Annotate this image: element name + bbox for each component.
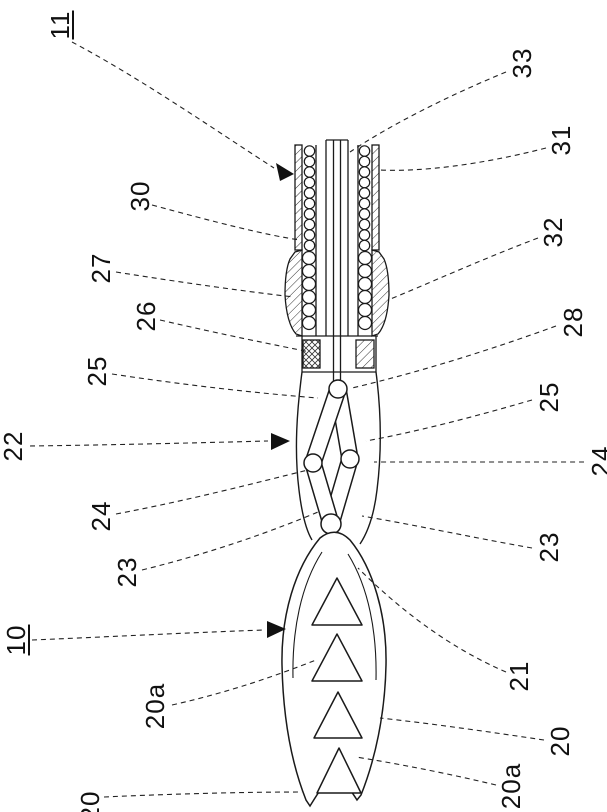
neck-block-left xyxy=(303,340,320,368)
pivot-pin-bottom xyxy=(321,514,341,534)
neck-group xyxy=(302,336,376,372)
ref-label-28: 28 xyxy=(560,307,586,338)
ref-label-24-right: 24 xyxy=(588,446,607,477)
ref-label-26: 26 xyxy=(133,301,159,332)
leader-11 xyxy=(72,42,274,168)
ref-label-20-right: 20 xyxy=(547,726,573,757)
leader-25-right xyxy=(366,400,532,441)
ref-label-24-left: 24 xyxy=(88,501,114,532)
leader-26 xyxy=(160,320,310,352)
ref-label-22: 22 xyxy=(0,431,26,462)
leader-31 xyxy=(380,148,546,170)
ref-label-20-bottom: 20 xyxy=(77,791,103,812)
leader-28 xyxy=(352,326,556,388)
collar-wall-left xyxy=(285,250,302,336)
ref-label-33: 33 xyxy=(509,48,535,79)
ref-label-30: 30 xyxy=(127,181,153,212)
ref-label-20a-left: 20a xyxy=(142,683,168,729)
shaft-wall-right xyxy=(372,145,379,250)
leader-20a-right xyxy=(356,757,496,785)
leader-32 xyxy=(388,238,538,300)
leader-20-right xyxy=(380,718,544,740)
ref-label-11: 11 xyxy=(47,11,73,40)
ref-label-23-left: 23 xyxy=(114,557,140,588)
coil-left xyxy=(304,146,314,251)
collar-group xyxy=(285,250,389,336)
leader-10 xyxy=(32,630,264,640)
ref-label-31: 31 xyxy=(548,125,574,156)
leader-24-left xyxy=(116,470,308,514)
coil-right xyxy=(359,146,369,251)
pivot-pin-top xyxy=(329,380,347,398)
ref-label-25-left: 25 xyxy=(84,356,110,387)
ref-label-32: 32 xyxy=(540,217,566,248)
ref-label-27: 27 xyxy=(88,253,114,284)
collar-wall-right xyxy=(372,250,389,336)
ref-label-21: 21 xyxy=(506,661,532,692)
ref-label-20a-right: 20a xyxy=(498,763,524,809)
leader-23-right xyxy=(362,516,532,548)
pivot-pin-right xyxy=(341,450,359,468)
collar-coil-right xyxy=(359,252,372,330)
ref-label-25-right: 25 xyxy=(536,382,562,413)
leader-27 xyxy=(116,272,294,297)
arrowheads xyxy=(267,163,294,638)
arrow-22 xyxy=(271,433,290,450)
neck-block-right xyxy=(356,340,374,368)
ref-label-23-right: 23 xyxy=(536,532,562,563)
pivot-pin-left xyxy=(304,454,322,472)
leader-33 xyxy=(350,72,506,152)
ref-label-10: 10 xyxy=(3,625,29,656)
shaft-wall-left xyxy=(295,145,302,250)
leader-20-bottom xyxy=(104,792,302,797)
leader-22 xyxy=(30,441,268,446)
leader-23-left xyxy=(142,512,318,570)
collar-coil-left xyxy=(303,252,316,330)
leader-30 xyxy=(152,205,300,240)
arrow-11 xyxy=(276,163,294,181)
linkage-group xyxy=(303,379,360,534)
leader-25-left xyxy=(112,374,318,398)
